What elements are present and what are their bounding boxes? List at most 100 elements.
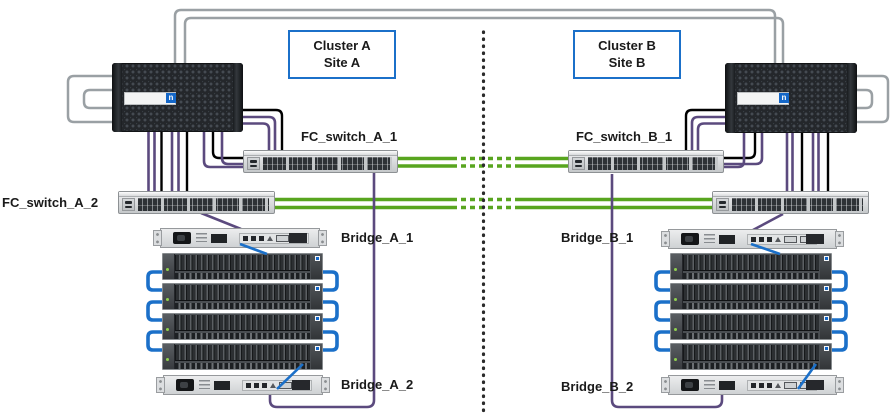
shelf-end-cap — [820, 344, 831, 369]
netapp-logo-icon — [824, 346, 829, 351]
shelf-end-cap — [311, 254, 322, 279]
interconnect-loop-cable — [855, 88, 874, 110]
shelf-iom-panel — [671, 344, 683, 369]
sas-loop-cable — [146, 300, 164, 322]
fc-cable — [242, 115, 277, 157]
power-socket — [681, 233, 699, 245]
shelf-iom-panel — [163, 254, 175, 279]
fcvi-cable — [684, 108, 726, 157]
sas-loop-cable — [654, 300, 672, 322]
switch-mgmt-module — [572, 157, 585, 170]
shelf-status-led — [674, 358, 677, 361]
netapp-logo-icon — [315, 346, 320, 351]
power-socket — [173, 232, 191, 244]
shelf-status-led — [166, 358, 169, 361]
bridge-a-1-label: Bridge_A_1 — [341, 230, 414, 245]
sas-loop-cable — [321, 300, 339, 322]
power-socket — [176, 379, 194, 391]
shelf-end-cap — [311, 344, 322, 369]
fc-switch-b-1-label: FC_switch_B_1 — [575, 129, 673, 144]
shelf-iom-panel — [163, 314, 175, 339]
shelf-status-led — [674, 298, 677, 301]
controller-faceplate: n — [737, 92, 789, 105]
fc-switch-a-1-label: FC_switch_A_1 — [300, 129, 398, 144]
shelf-end-cap — [311, 314, 322, 339]
bridge-b-1 — [661, 229, 844, 249]
fc-bridge-cable — [268, 172, 376, 409]
fc-cable — [721, 131, 746, 169]
disk-shelf — [670, 343, 832, 370]
bridge-ports — [239, 233, 309, 244]
switch-mgmt-module — [122, 198, 135, 211]
disk-shelf — [162, 283, 323, 310]
shelf-end-cap — [311, 284, 322, 309]
sas-loop-cable — [321, 270, 339, 292]
disk-shelf-stack-b — [670, 253, 832, 373]
shelf-end-cap — [820, 314, 831, 339]
shelf-drive-bays — [175, 345, 310, 369]
netapp-logo-icon — [824, 316, 829, 321]
netapp-logo-icon — [315, 316, 320, 321]
fc-cable — [721, 131, 764, 166]
shelf-status-led — [166, 268, 169, 271]
shelf-drive-bays — [175, 315, 310, 339]
switch-mgmt-module — [716, 198, 729, 211]
sas-loop-cable — [321, 330, 339, 352]
sas-loop-cable — [830, 270, 848, 292]
disk-shelf — [162, 313, 323, 340]
shelf-drive-bays — [683, 345, 819, 369]
netapp-logo-icon — [315, 286, 320, 291]
cluster-b-label: Cluster B — [598, 38, 656, 53]
shelf-drive-bays — [683, 315, 819, 339]
sas-loop-cable — [830, 300, 848, 322]
shelf-drive-bays — [175, 285, 310, 309]
controller-b: n — [725, 63, 857, 133]
fc-bridge-cable — [752, 212, 784, 232]
fc-switch-a-2-label: FC_switch_A_2 — [2, 195, 99, 210]
controller-faceplate: n — [124, 92, 176, 105]
bridge-label-chip — [292, 380, 310, 390]
cluster-a-label: Cluster A — [313, 38, 371, 53]
fc-cable — [220, 130, 249, 166]
bridge-a-2-label: Bridge_A_2 — [341, 377, 414, 392]
bridge-b-2-label: Bridge_B_2 — [561, 379, 634, 394]
interconnect-loop-cable — [855, 74, 890, 124]
netapp-logo-icon — [315, 256, 320, 261]
disk-shelf — [162, 253, 323, 280]
cluster-b-site-box: Cluster B Site B — [573, 30, 681, 79]
bridge-label-chip — [806, 234, 824, 244]
sas-loop-cable — [146, 330, 164, 352]
power-socket — [681, 379, 699, 391]
bridge-b-1-label: Bridge_B_1 — [561, 230, 634, 245]
shelf-iom-panel — [671, 254, 683, 279]
fc-cable — [202, 130, 249, 169]
disk-shelf — [670, 253, 832, 280]
fc-cable — [690, 115, 726, 157]
bridge-label-chip — [289, 233, 307, 243]
shelf-drive-bays — [175, 255, 310, 279]
fc-switch-b-2 — [712, 191, 869, 214]
shelf-status-led — [166, 298, 169, 301]
switch-port-rows — [263, 157, 394, 170]
disk-shelf — [670, 313, 832, 340]
disk-shelf — [670, 283, 832, 310]
interconnect-cable — [183, 16, 785, 64]
fc-bridge-cable — [610, 174, 724, 409]
bridge-label-chip — [806, 380, 824, 390]
sas-loop-cable — [654, 270, 672, 292]
shelf-iom-panel — [163, 344, 175, 369]
fc-switch-b-1 — [568, 150, 724, 173]
fc-switch-a-1 — [243, 150, 398, 173]
controller-a: n — [112, 63, 243, 132]
shelf-end-cap — [820, 254, 831, 279]
fc-bridge-cable — [200, 211, 242, 231]
sas-loop-cable — [146, 270, 164, 292]
switch-port-rows — [588, 157, 720, 170]
cluster-a-site-box: Cluster A Site A — [288, 30, 396, 79]
switch-mgmt-module — [247, 157, 260, 170]
fcvi-cable — [242, 108, 284, 157]
switch-port-rows — [732, 198, 865, 211]
netapp-logo-icon — [824, 256, 829, 261]
